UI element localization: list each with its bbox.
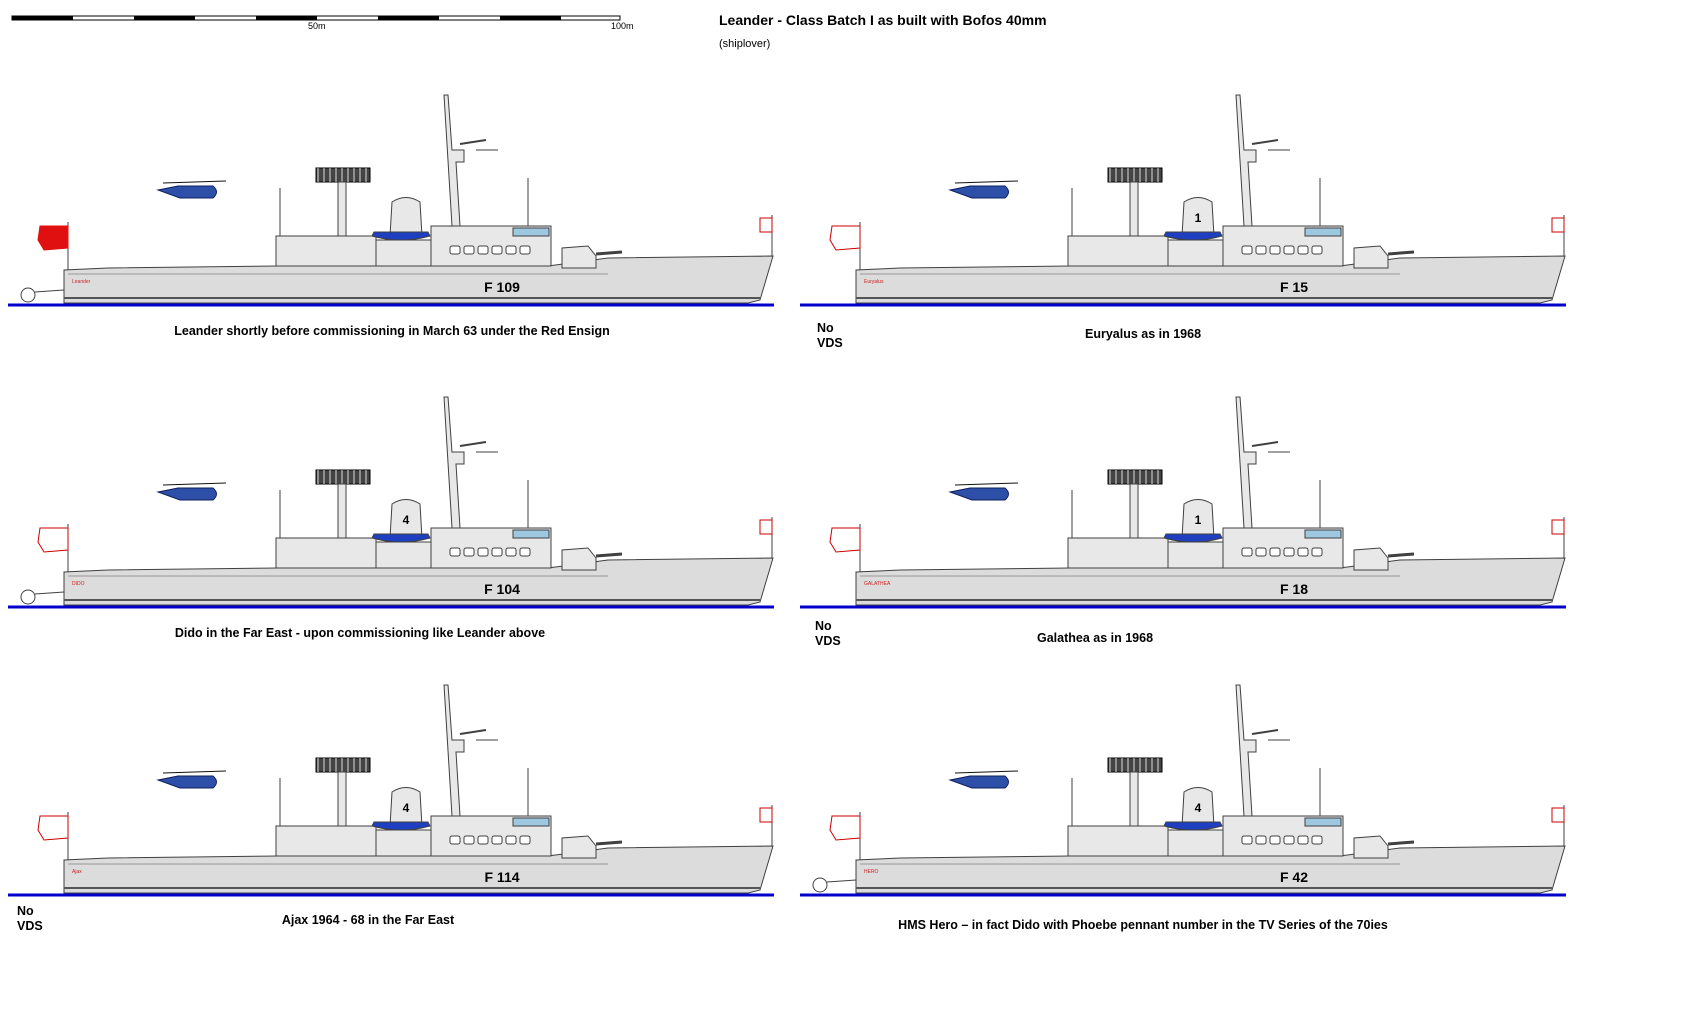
jack-flag xyxy=(759,217,773,233)
funnel-number: 4 xyxy=(403,513,410,527)
main-mast xyxy=(1235,94,1257,227)
ship-caption: Euryalus as in 1968 xyxy=(1084,327,1202,341)
funnel-number: 4 xyxy=(403,801,410,815)
hull-name: GALATHEA xyxy=(864,581,891,587)
jack-flag xyxy=(1551,519,1565,535)
scale-bar xyxy=(11,15,621,21)
pennant-number: F 114 xyxy=(484,869,519,885)
funnel-deckhouse xyxy=(375,541,432,569)
vds-winch-icon xyxy=(812,877,828,893)
pennant-number: F 42 xyxy=(1280,869,1308,885)
aft-superstructure xyxy=(275,825,377,857)
jack-flag xyxy=(1551,807,1565,823)
ensign-flag-icon xyxy=(829,815,861,841)
ships-boat xyxy=(371,231,431,241)
ship-caption: Dido in the Far East - upon commissionin… xyxy=(174,626,546,640)
page-title: Leander - Class Batch I as built with Bo… xyxy=(719,12,1047,28)
funnel-number: 1 xyxy=(1195,513,1202,527)
funnel xyxy=(1181,787,1215,827)
helicopter-icon xyxy=(156,185,217,199)
jack-flag xyxy=(1551,217,1565,233)
ship-caption: Ajax 1964 - 68 in the Far East xyxy=(281,913,455,927)
scale-end-label: 100m xyxy=(611,21,634,31)
ships-boat xyxy=(1163,821,1223,831)
funnel-number: 1 xyxy=(1195,211,1202,225)
aft-superstructure xyxy=(1067,825,1169,857)
pennant-number: F 18 xyxy=(1280,581,1308,597)
ensign-flag-icon xyxy=(37,225,69,251)
aft-superstructure xyxy=(275,537,377,569)
no-vds-note: No VDS xyxy=(817,321,843,350)
aft-superstructure xyxy=(1067,235,1169,267)
funnel-deckhouse xyxy=(375,239,432,267)
helicopter-icon xyxy=(948,775,1009,789)
ships-boat xyxy=(371,821,431,831)
aft-superstructure xyxy=(275,235,377,267)
funnel-deckhouse xyxy=(1167,239,1224,267)
ships-boat xyxy=(371,533,431,543)
helicopter-icon xyxy=(948,185,1009,199)
main-mast xyxy=(443,94,465,227)
helicopter-icon xyxy=(948,487,1009,501)
ship-profile: 4 F 42 HERO xyxy=(800,684,1566,897)
pennant-number: F 109 xyxy=(484,279,520,295)
ship-caption: HMS Hero – in fact Dido with Phoebe penn… xyxy=(898,918,1388,932)
ensign-flag-icon xyxy=(37,815,69,841)
hull-name: Euryalus xyxy=(864,279,884,285)
funnel xyxy=(1181,197,1215,237)
funnel xyxy=(1181,499,1215,539)
funnel-deckhouse xyxy=(1167,829,1224,857)
ship-profile: 1 F 18 GALATHEA xyxy=(800,396,1566,609)
scale-mid-label: 50m xyxy=(308,21,326,31)
ship-profile: F 109 Leander xyxy=(8,94,774,307)
gun-turret-icon xyxy=(1353,835,1389,859)
gun-turret-icon xyxy=(1353,547,1389,571)
ship-profile: 4 F 104 DIDO xyxy=(8,396,774,609)
main-mast xyxy=(1235,684,1257,817)
jack-flag xyxy=(759,519,773,535)
gun-turret-icon xyxy=(561,547,597,571)
hull-name: HERO xyxy=(864,869,879,875)
ensign-flag-icon xyxy=(829,225,861,251)
funnel xyxy=(389,499,423,539)
hull-name: Ajax xyxy=(72,869,82,875)
ensign-flag-icon xyxy=(829,527,861,553)
gun-turret-icon xyxy=(1353,245,1389,269)
hull-name: Leander xyxy=(72,279,91,285)
vds-winch-icon xyxy=(20,287,36,303)
helicopter-icon xyxy=(156,775,217,789)
funnel xyxy=(389,787,423,827)
main-mast xyxy=(1235,396,1257,529)
helicopter-icon xyxy=(156,487,217,501)
main-mast xyxy=(443,396,465,529)
ship-profile: 1 F 15 Euryalus xyxy=(800,94,1566,307)
no-vds-note: No VDS xyxy=(17,904,43,933)
funnel-deckhouse xyxy=(375,829,432,857)
ship-profile: 4 F 114 Ajax xyxy=(8,684,774,897)
funnel xyxy=(389,197,423,237)
ensign-flag-icon xyxy=(37,527,69,553)
ship-caption: Leander shortly before commissioning in … xyxy=(174,324,610,338)
main-mast xyxy=(443,684,465,817)
gun-turret-icon xyxy=(561,835,597,859)
pennant-number: F 104 xyxy=(484,581,520,597)
jack-flag xyxy=(759,807,773,823)
credit-label: (shiplover) xyxy=(719,38,771,50)
ship-caption: Galathea as in 1968 xyxy=(1036,631,1154,645)
hull-name: DIDO xyxy=(72,581,85,587)
ships-boat xyxy=(1163,231,1223,241)
ships-boat xyxy=(1163,533,1223,543)
aft-superstructure xyxy=(1067,537,1169,569)
funnel-number: 4 xyxy=(1195,801,1202,815)
no-vds-note: No VDS xyxy=(815,619,841,648)
gun-turret-icon xyxy=(561,245,597,269)
vds-winch-icon xyxy=(20,589,36,605)
funnel-deckhouse xyxy=(1167,541,1224,569)
pennant-number: F 15 xyxy=(1280,279,1308,295)
